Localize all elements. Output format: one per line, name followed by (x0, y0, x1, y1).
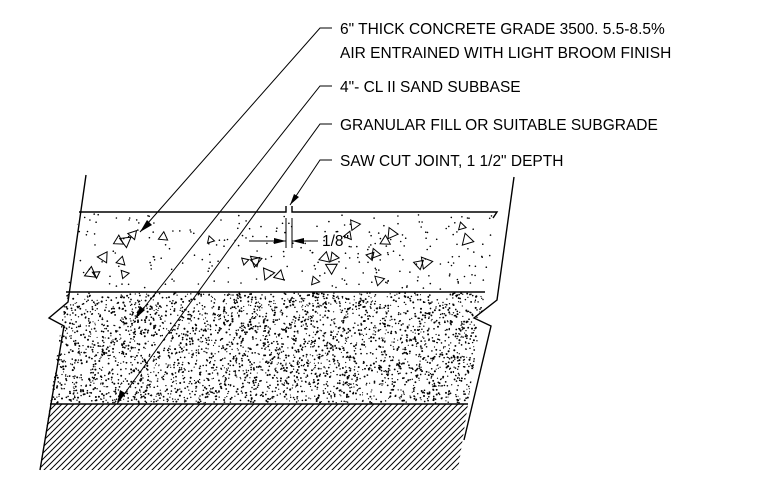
callout-saw-cut-joint: SAW CUT JOINT, 1 1/2" DEPTH (340, 153, 563, 170)
left-break-line (39, 174, 87, 471)
callout-sand-subbase: 4"- CL II SAND SUBBASE (340, 79, 521, 96)
callout-concrete-line2: AIR ENTRAINED WITH LIGHT BROOM FINISH (340, 45, 671, 62)
subgrade-layer (40, 404, 468, 470)
sand-subbase-layer (50, 292, 485, 404)
layer-boundaries (50, 206, 499, 405)
joint-dimension: 1/8" (249, 218, 349, 250)
concrete-layer (68, 213, 494, 290)
joint-width-label: 1/8" (322, 233, 349, 250)
right-break-line (463, 176, 515, 441)
callout-concrete-line1: 6" THICK CONCRETE GRADE 3500. 5.5-8.5% (340, 21, 665, 38)
callout-subgrade: GRANULAR FILL OR SUITABLE SUBGRADE (340, 117, 658, 134)
leader-lines (116, 27, 332, 405)
